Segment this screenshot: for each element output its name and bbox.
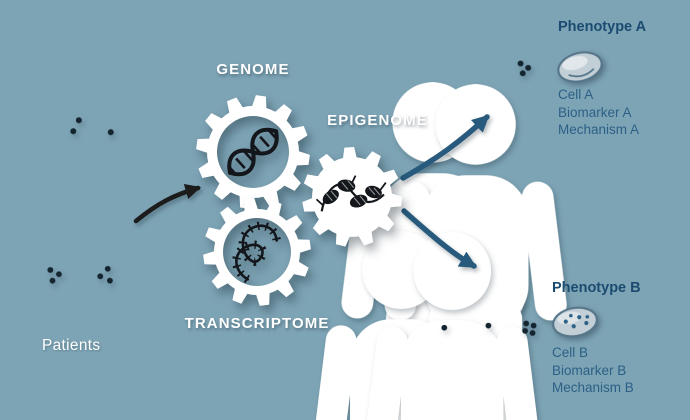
- dna-icon: [227, 127, 279, 177]
- arrow-to-phenotype-a: [400, 114, 490, 181]
- epigenome-label: EPIGENOME: [327, 112, 428, 129]
- phenotype-a-item: Mechanism A: [558, 122, 640, 137]
- phenotype-a-items: Cell A Biomarker A Mechanism A: [558, 86, 639, 139]
- genome-gear-icon: [196, 95, 310, 209]
- person-icon: [485, 322, 492, 329]
- epigenome-gear-icon: [302, 147, 402, 247]
- patients-label: Patients: [42, 337, 101, 354]
- input-arrow: [133, 183, 202, 224]
- person-icon: [441, 324, 448, 331]
- cell-b-icon: [552, 306, 598, 338]
- genome-label: GENOME: [216, 61, 290, 78]
- person-icon: [522, 320, 537, 336]
- chromatin-icon: [316, 175, 387, 212]
- phenotype-b-item: Biomarker B: [552, 362, 627, 378]
- phenotype-b-items: Cell B Biomarker B Mechanism B: [552, 344, 634, 397]
- person-icon: [70, 82, 526, 420]
- phenotype-a-item: Biomarker A: [558, 104, 632, 120]
- transcriptome-label: TRANSCRIPTOME: [184, 315, 330, 332]
- person-icon: [97, 232, 543, 420]
- phenotype-a-title: Phenotype A: [558, 19, 647, 35]
- rna-icon: [232, 221, 281, 284]
- cell-a-icon: [557, 51, 603, 83]
- person-icon: [517, 60, 532, 77]
- phenotype-b-item: Mechanism B: [552, 380, 634, 395]
- phenotype-b-item: Cell B: [552, 345, 589, 360]
- person-icon: [107, 84, 569, 420]
- phenotype-b-title: Phenotype B: [552, 280, 641, 296]
- arrow-to-phenotype-b: [401, 208, 477, 269]
- person-icon: [47, 231, 492, 420]
- phenotype-a-item: Cell A: [558, 87, 594, 102]
- transcriptome-gear-icon: [203, 198, 311, 306]
